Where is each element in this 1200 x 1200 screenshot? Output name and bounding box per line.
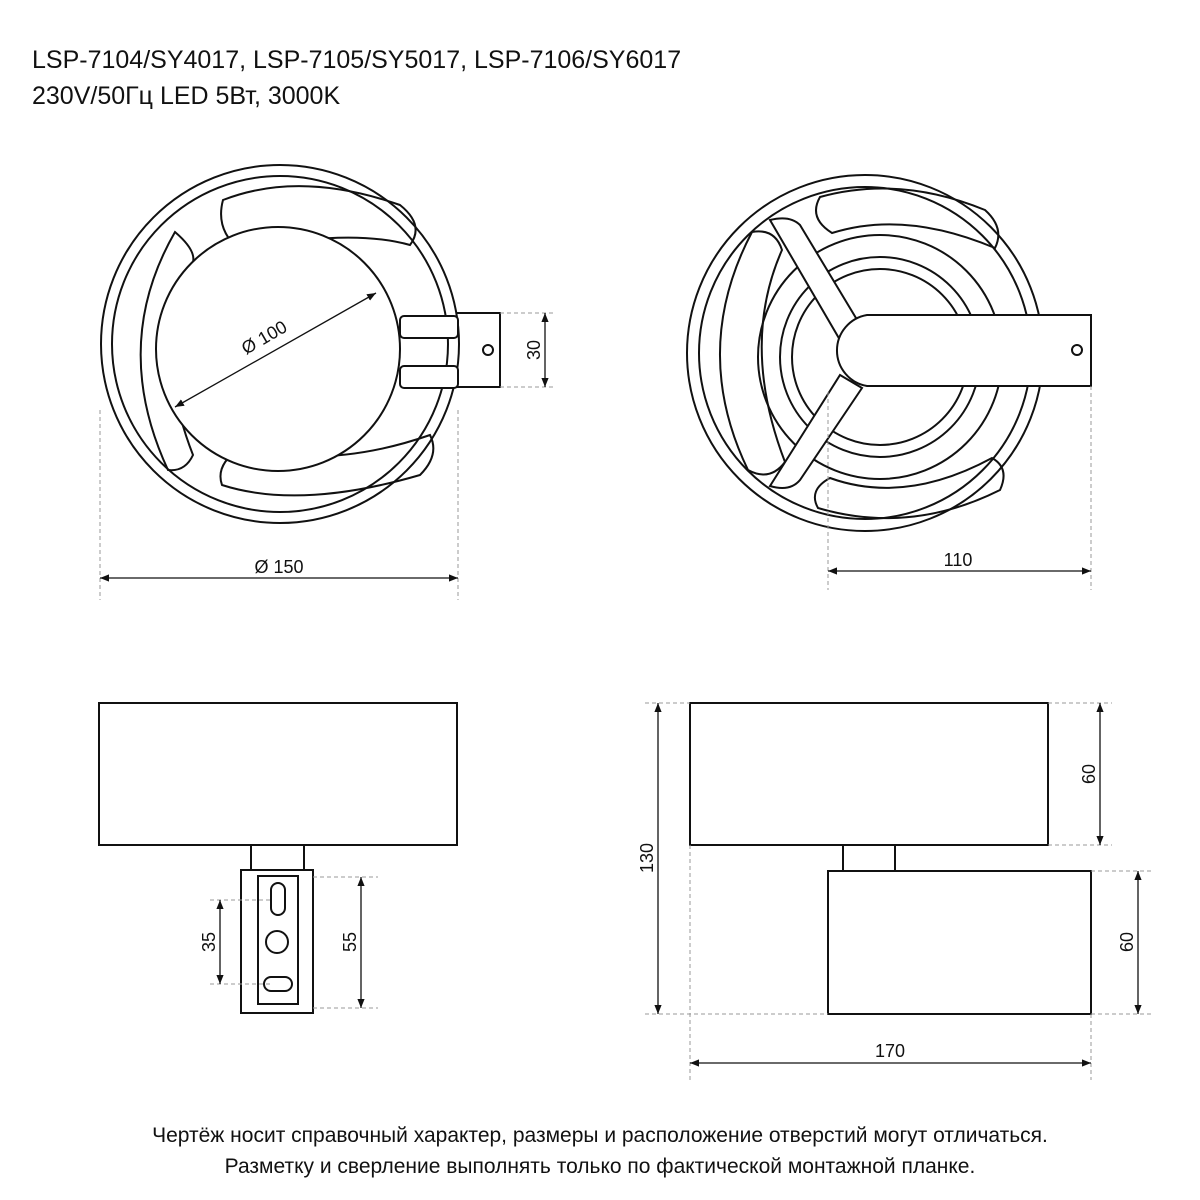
side-neck [250, 844, 305, 871]
electrical-specs: 230V/50Гц LED 5Вт, 3000K [32, 82, 341, 110]
slot-spacing-label: 35 [199, 932, 219, 952]
elevation-neck [842, 844, 896, 872]
side-housing [98, 702, 458, 846]
front-inner-ring [111, 175, 449, 513]
disclaimer-line-1: Чертёж носит справочный характер, размер… [152, 1124, 1048, 1147]
total-width-label: 170 [875, 1041, 905, 1061]
mounting-plate [240, 869, 314, 1014]
plate-center-hole-icon [265, 930, 289, 954]
back-mounting-arm [836, 314, 1092, 387]
plate-slot-bottom-icon [263, 976, 293, 992]
back-view [686, 174, 1092, 532]
front-connector-lower [399, 365, 459, 389]
side-view [98, 702, 458, 1014]
lower-height-label: 60 [1117, 932, 1137, 952]
upper-height-label: 60 [1079, 764, 1099, 784]
header: LSP-7104/SY4017, LSP-7105/SY5017, LSP-71… [32, 42, 681, 114]
front-view [100, 164, 501, 524]
arm-hole-icon [1071, 344, 1083, 356]
disclaimer-line-2: Разметку и сверление выполнять только по… [224, 1155, 976, 1178]
plate-height-label: 55 [340, 932, 360, 952]
elevation-view-dimensions: 130 60 60 170 [637, 702, 1152, 1080]
disclaimer: Чертёж носит справочный характер, размер… [0, 1120, 1200, 1182]
model-list: LSP-7104/SY4017, LSP-7105/SY5017, LSP-71… [32, 46, 682, 74]
elevation-view [689, 702, 1092, 1015]
back-slot-top [815, 187, 1000, 250]
plate-slot-top-icon [270, 882, 286, 916]
bracket-height-label: 30 [524, 340, 544, 360]
back-view-dimensions: 110 [827, 386, 1092, 590]
upper-housing [689, 702, 1049, 846]
bracket-hole-icon [482, 344, 494, 356]
total-height-label: 130 [637, 843, 657, 873]
side-view-dimensions: 35 55 [199, 876, 378, 1009]
front-connector-upper [399, 315, 459, 339]
outer-diameter-label: Ø 150 [254, 557, 303, 577]
lower-housing [827, 870, 1092, 1015]
back-width-label: 110 [944, 550, 973, 570]
mounting-plate-inner [257, 875, 299, 1005]
back-spoke-bottom [768, 373, 864, 489]
back-spoke-top [768, 217, 864, 342]
